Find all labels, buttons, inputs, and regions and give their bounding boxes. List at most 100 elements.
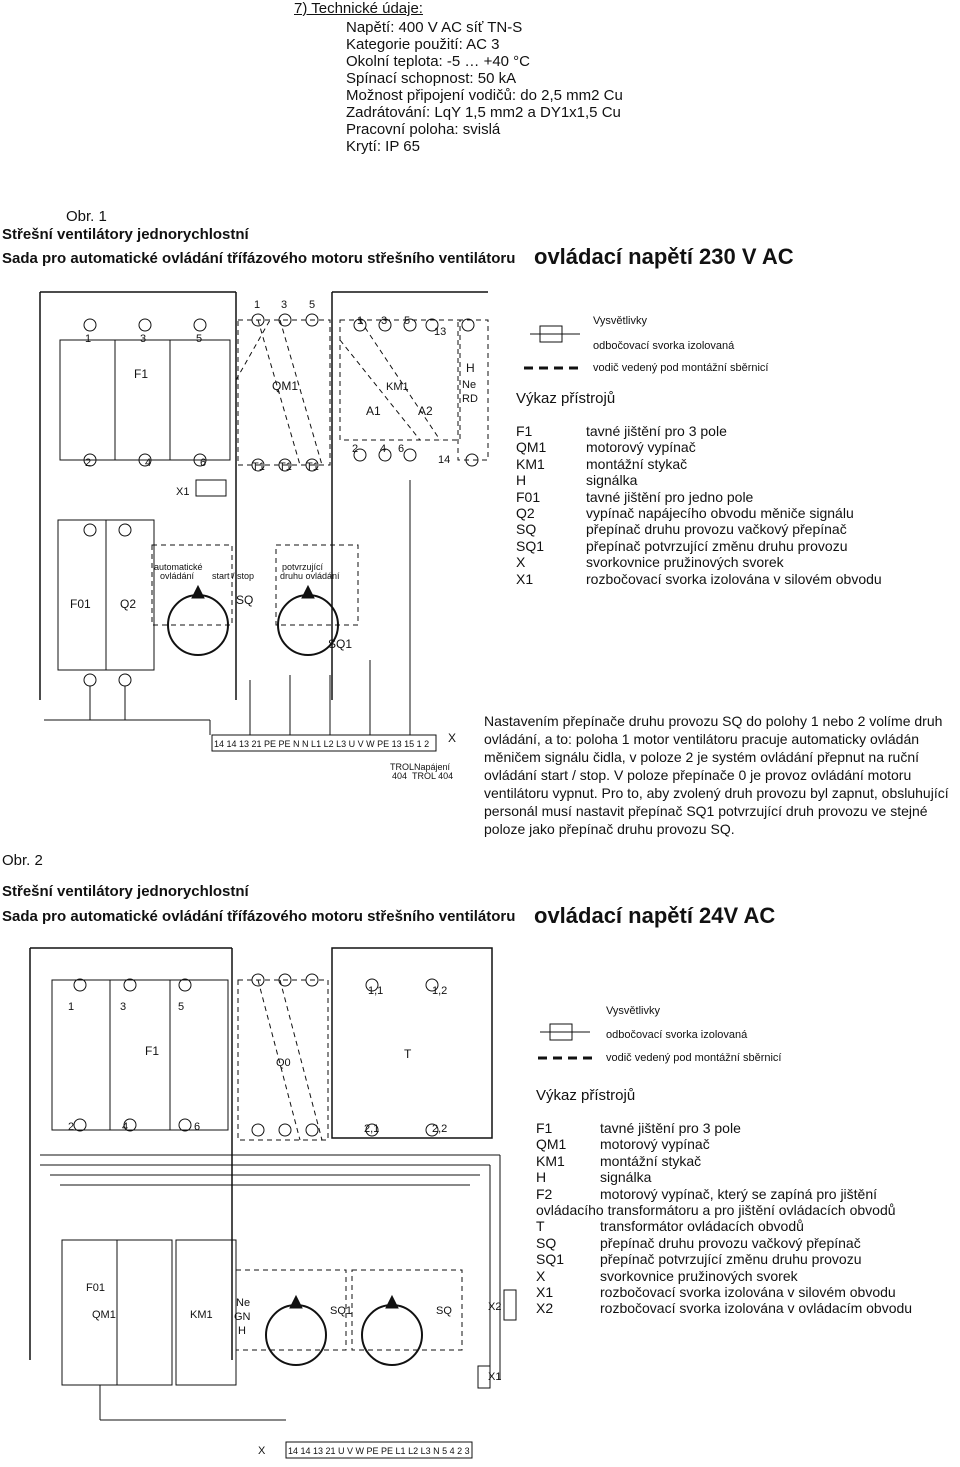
device-code: H [516,472,527,489]
h-label: H [238,1325,246,1337]
fig1-title: Střešní ventilátory jednorychlostní [2,226,249,243]
fig2-legend-bus: vodič vedený pod montážní sběrnicí [606,1052,782,1064]
fig2-label: Obr. 2 [2,852,43,869]
svg-text:T1: T1 [306,461,319,473]
rd-label: RD [462,393,478,405]
trol404-label: TROL 404 [412,771,453,781]
svg-text:1: 1 [68,1001,74,1013]
fig2-subtitle: Sada pro automatické ovládání třífázovéh… [2,908,516,925]
sq-label: SQ [436,1305,452,1317]
spec-item: Krytí: IP 65 [346,138,420,155]
t22-label: 2,2 [432,1123,447,1135]
spec-item: Napětí: 400 V AC síť TN-S [346,19,523,36]
device-desc: tavné jištění pro 3 pole [600,1120,741,1136]
f1-label: F1 [145,1044,159,1058]
svg-text:2: 2 [352,443,358,455]
device-desc: ovládacího transformátoru a pro jištění … [536,1202,896,1219]
fig2-devices-title: Výkaz přístrojů [536,1087,636,1104]
device-desc: motorový vypínač, který se zapíná pro ji… [600,1185,878,1202]
svg-text:T1: T1 [252,461,265,473]
qm1-label: QM1 [272,379,298,393]
q2-label: Q2 [120,597,136,611]
sq1-label: SQ1 [330,1305,352,1317]
fig1-subtitle: Sada pro automatické ovládání třífázovéh… [2,250,516,267]
device-code: X2 [536,1300,554,1317]
device-row: F1 tavné jištění pro 3 pole [536,1120,956,1136]
device-row: F01 tavné jištění pro jedno pole [516,489,956,505]
device-desc: signálka [600,1169,652,1186]
gn-label: GN [234,1311,251,1323]
device-desc: montážní stykač [600,1152,702,1169]
t11-label: 1,1 [368,985,383,997]
device-desc: přepínač potvrzující změnu druhu provozu [586,537,848,554]
device-desc: tavné jištění pro jedno pole [586,488,754,505]
device-desc: motorový vypínač [586,439,696,456]
bus-line-symbol-icon [524,366,580,370]
specs-heading: 7) Technické údaje: [294,0,423,17]
svg-text:5: 5 [309,299,315,311]
svg-text:1: 1 [254,299,260,311]
device-code: H [536,1169,547,1186]
fig2-title: Střešní ventilátory jednorychlostní [2,883,249,900]
a2-label: A2 [418,404,433,418]
ovl-label: ovládání [160,571,195,581]
svg-text:6: 6 [200,457,206,469]
device-row: ovládacího transformátoru a pro jištění … [536,1202,956,1218]
device-code: SQ [516,521,537,538]
device-code: X1 [536,1284,554,1301]
svg-text:6: 6 [398,443,404,455]
f01-label: F01 [70,597,91,611]
device-code: F1 [536,1120,553,1136]
fig2-voltage: ovládací napětí 24V AC [534,903,776,928]
svg-text:5: 5 [178,1001,184,1013]
device-desc: přepínač potvrzující změnu druhu provozu [600,1251,862,1268]
device-desc: signálka [586,472,638,489]
potv-label: potvrzující [282,562,324,572]
device-desc: vypínač napájecího obvodu měniče signálu [586,505,854,522]
terminal-strip-labels: 14 14 13 21 PE PE N N L1 L2 L3 U V W PE … [214,739,429,749]
q0-label: Q0 [276,1057,291,1069]
t12-label: 1,2 [432,985,447,997]
device-row: Q2 vypínač napájecího obvodu měniče signá… [516,505,956,521]
device-desc: svorkovnice pružinových svorek [586,554,784,571]
device-desc: přepínač druhu provozu vačkový přepínač [600,1234,861,1251]
spec-item: Pracovní poloha: svislá [346,121,501,138]
svg-text:13: 13 [434,326,446,338]
trol-label: TROL [390,762,414,772]
svg-text:4: 4 [380,443,386,455]
t-label: T [404,1047,412,1061]
device-code: KM1 [516,455,545,472]
bus-line-symbol-icon [538,1056,594,1060]
device-row: X1 rozbočovací svorka izolována v silovém… [536,1284,956,1300]
f1-label: F1 [134,367,148,381]
device-code: F2 [536,1185,553,1202]
specs-list: Napětí: 400 V AC síť TN-S Kategorie použ… [346,19,623,155]
spec-item: Kategorie použití: AC 3 [346,36,500,53]
svg-text:1: 1 [357,315,363,327]
terminal-symbol-icon [530,325,580,343]
device-desc: rozbočovací svorka izolována v silovém o… [600,1284,896,1301]
svg-text:14: 14 [438,454,450,466]
f01-label: F01 [86,1282,105,1294]
svg-text:T1: T1 [279,461,292,473]
device-code: Q2 [516,505,535,522]
svg-text:3: 3 [140,333,146,345]
tech-specs: 7) Technické údaje: Napětí: 400 V AC síť… [294,0,623,155]
device-code: F01 [516,488,541,505]
fig1-note: Nastavením přepínače druhu provozu SQ do… [484,713,949,837]
svg-text:3: 3 [281,299,287,311]
trol-num-label: 404 [392,771,407,781]
svg-text:2: 2 [68,1121,74,1133]
a1-label: A1 [366,404,381,418]
svg-text:5: 5 [404,315,410,327]
